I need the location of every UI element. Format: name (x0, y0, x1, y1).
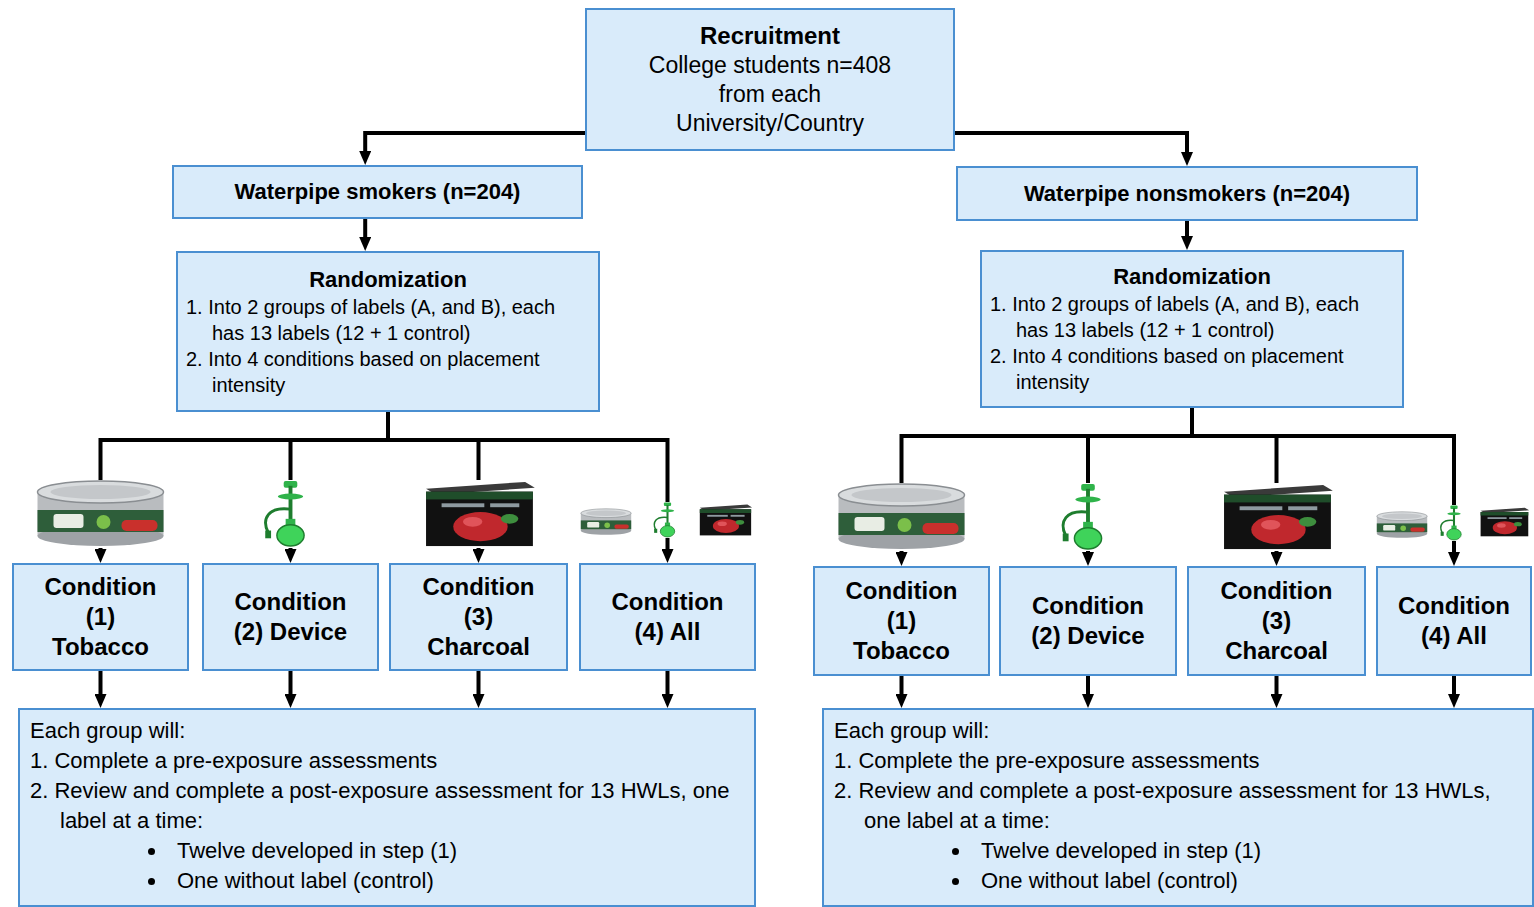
condition-label: Condition (1) Tobacco (38, 572, 163, 662)
numbered-item: 2. Review and complete a post-exposure a… (30, 776, 746, 836)
condition-box: Condition (2) Device (999, 566, 1177, 676)
tobacco-tin-picture (36, 480, 166, 548)
bullet-item: One without label (control) (981, 866, 1238, 896)
recruitment-box: RecruitmentCollege students n=408 from e… (585, 8, 955, 151)
randomization-box: Randomization1. Into 2 groups of labels … (176, 251, 600, 412)
randomization-box: Randomization1. Into 2 groups of labels … (980, 250, 1404, 408)
bullet-row: One without label (control) (834, 866, 1524, 896)
tobacco-tin-picture (1376, 511, 1428, 538)
waterpipe-picture (1054, 483, 1122, 551)
charcoal-box-picture (697, 504, 753, 537)
bullet-item: Twelve developed in step (1) (981, 836, 1261, 866)
box-body: College students n=408 from each Univers… (639, 51, 901, 138)
box-heading: Each group will: (30, 716, 746, 746)
charcoal-box-picture (1218, 483, 1335, 551)
flow-arrow (388, 412, 668, 555)
condition-label: Condition (2) Device (228, 587, 353, 647)
box-heading: Randomization (990, 263, 1394, 291)
bullet-item: Twelve developed in step (1) (177, 836, 457, 866)
flow-arrow (1185, 221, 1189, 242)
condition-label: Condition (1) Tobacco (839, 576, 964, 666)
condition-label: Condition (3) Charcoal (1214, 576, 1339, 666)
group-box: Waterpipe smokers (n=204) (172, 165, 583, 219)
numbered-item: 1. Into 2 groups of labels (A, and B), e… (990, 291, 1394, 343)
bullet-dot (148, 878, 155, 885)
flow-arrow (666, 671, 670, 700)
flow-arrow (477, 671, 481, 700)
numbered-item: 1. Complete a pre-exposure assessments (30, 746, 746, 776)
bullet-item: One without label (control) (177, 866, 434, 896)
flow-arrow (1275, 676, 1279, 700)
box-heading: Each group will: (834, 716, 1524, 746)
flow-arrow (955, 133, 1187, 158)
condition-box: Condition (4) All (1376, 566, 1532, 676)
group-label: Waterpipe smokers (n=204) (235, 178, 521, 206)
flow-arrow (1192, 408, 1454, 558)
condition-label: Condition (3) Charcoal (416, 572, 541, 662)
condition-label: Condition (2) Device (1026, 591, 1151, 651)
condition-box: Condition (2) Device (202, 563, 379, 671)
condition-label: Condition (4) All (1392, 591, 1517, 651)
waterpipe-picture (1436, 505, 1472, 541)
flow-arrow (289, 671, 293, 700)
tobacco-tin-picture (580, 508, 632, 535)
condition-box: Condition (1) Tobacco (12, 563, 189, 671)
bullet-row: Twelve developed in step (1) (30, 836, 746, 866)
condition-label: Condition (4) All (605, 587, 730, 647)
numbered-item: 2. Into 4 conditions based on placement … (990, 343, 1394, 395)
box-heading: Randomization (186, 266, 590, 294)
condition-box: Condition (3) Charcoal (1187, 566, 1366, 676)
group-label: Waterpipe nonsmokers (n=204) (1024, 180, 1350, 208)
condition-box: Condition (4) All (579, 563, 756, 671)
flow-arrow (363, 219, 367, 243)
flow-arrow (900, 676, 904, 700)
flow-arrow (99, 671, 103, 700)
group-box: Waterpipe nonsmokers (n=204) (956, 166, 1418, 221)
waterpipe-picture (650, 502, 686, 538)
charcoal-box-picture (1478, 507, 1530, 537)
flow-arrow (365, 133, 585, 157)
numbered-item: 1. Complete the pre-exposure assessments (834, 746, 1524, 776)
waterpipe-picture (257, 480, 325, 548)
bullet-dot (952, 848, 959, 855)
condition-box: Condition (3) Charcoal (389, 563, 568, 671)
numbered-item: 1. Into 2 groups of labels (A, and B), e… (186, 294, 590, 346)
numbered-item: 2. Review and complete a post-exposure a… (834, 776, 1524, 836)
numbered-item: 2. Into 4 conditions based on placement … (186, 346, 590, 398)
box-heading: Recruitment (700, 21, 840, 51)
condition-box: Condition (1) Tobacco (813, 566, 990, 676)
bullet-row: One without label (control) (30, 866, 746, 896)
bullet-row: Twelve developed in step (1) (834, 836, 1524, 866)
tobacco-tin-picture (837, 483, 967, 551)
procedure-box: Each group will:1. Complete a pre-exposu… (18, 708, 756, 907)
procedure-box: Each group will:1. Complete the pre-expo… (822, 708, 1534, 907)
bullet-dot (148, 848, 155, 855)
bullet-dot (952, 878, 959, 885)
flow-arrow (1452, 676, 1456, 700)
charcoal-box-picture (420, 480, 537, 548)
flow-arrow (1086, 676, 1090, 700)
